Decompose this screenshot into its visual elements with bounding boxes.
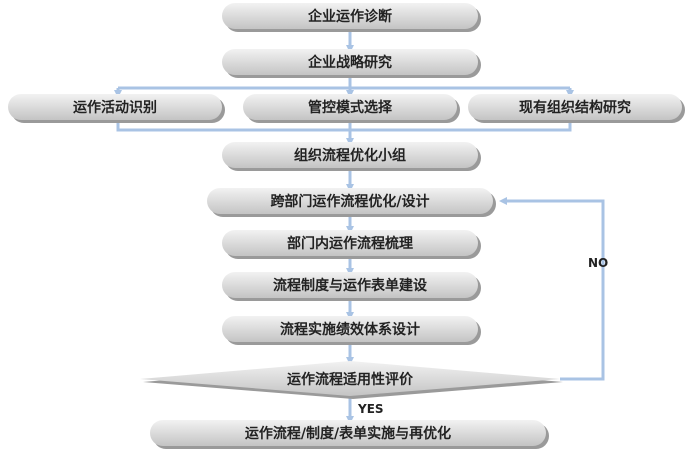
decision-suitability-evaluation-label: 运作流程适用性评价: [287, 371, 414, 388]
node-rules-forms-building-label: 流程制度与运作表单建设: [273, 277, 428, 294]
edge-label-no: NO: [588, 256, 608, 270]
edge-labels: YES NO: [357, 256, 608, 416]
decision-suitability-evaluation: 运作流程适用性评价: [140, 361, 563, 399]
node-optimization-team-label: 组织流程优化小组: [294, 147, 406, 164]
edge-label-yes: YES: [357, 402, 384, 416]
node-activity-identification: 运作活动识别: [8, 94, 225, 123]
node-cross-dept-design: 跨部门运作流程优化/设计: [207, 188, 496, 217]
node-control-mode-selection: 管控模式选择: [243, 94, 460, 123]
edge-d1-n5-loop: [499, 197, 605, 381]
node-enterprise-diagnosis: 企业运作诊断: [222, 3, 481, 32]
node-activity-identification-label: 运作活动识别: [73, 99, 157, 116]
node-intra-dept-review: 部门内运作流程梳理: [222, 230, 481, 259]
node-performance-system-design: 流程实施绩效体系设计: [222, 316, 481, 345]
node-cross-dept-design-label: 跨部门运作流程优化/设计: [270, 193, 429, 210]
node-strategy-research: 企业战略研究: [222, 49, 481, 78]
node-org-structure-research-label: 现有组织结构研究: [519, 99, 631, 116]
nodes: 企业运作诊断 企业战略研究 运作活动识别 管控模式选择 现有组织结构研究 组织流…: [8, 3, 685, 449]
node-performance-system-design-label: 流程实施绩效体系设计: [280, 321, 420, 338]
node-implementation-reoptimization-label: 运作流程/制度/表单实施与再优化: [245, 425, 451, 442]
node-enterprise-diagnosis-label: 企业运作诊断: [307, 8, 392, 25]
node-intra-dept-review-label: 部门内运作流程梳理: [287, 235, 413, 252]
node-rules-forms-building: 流程制度与运作表单建设: [222, 272, 481, 301]
connectors: [114, 29, 605, 424]
node-optimization-team: 组织流程优化小组: [222, 142, 481, 171]
node-strategy-research-label: 企业战略研究: [307, 54, 392, 71]
node-control-mode-selection-label: 管控模式选择: [308, 99, 393, 116]
node-org-structure-research: 现有组织结构研究: [468, 94, 685, 123]
node-implementation-reoptimization: 运作流程/制度/表单实施与再优化: [150, 420, 549, 449]
